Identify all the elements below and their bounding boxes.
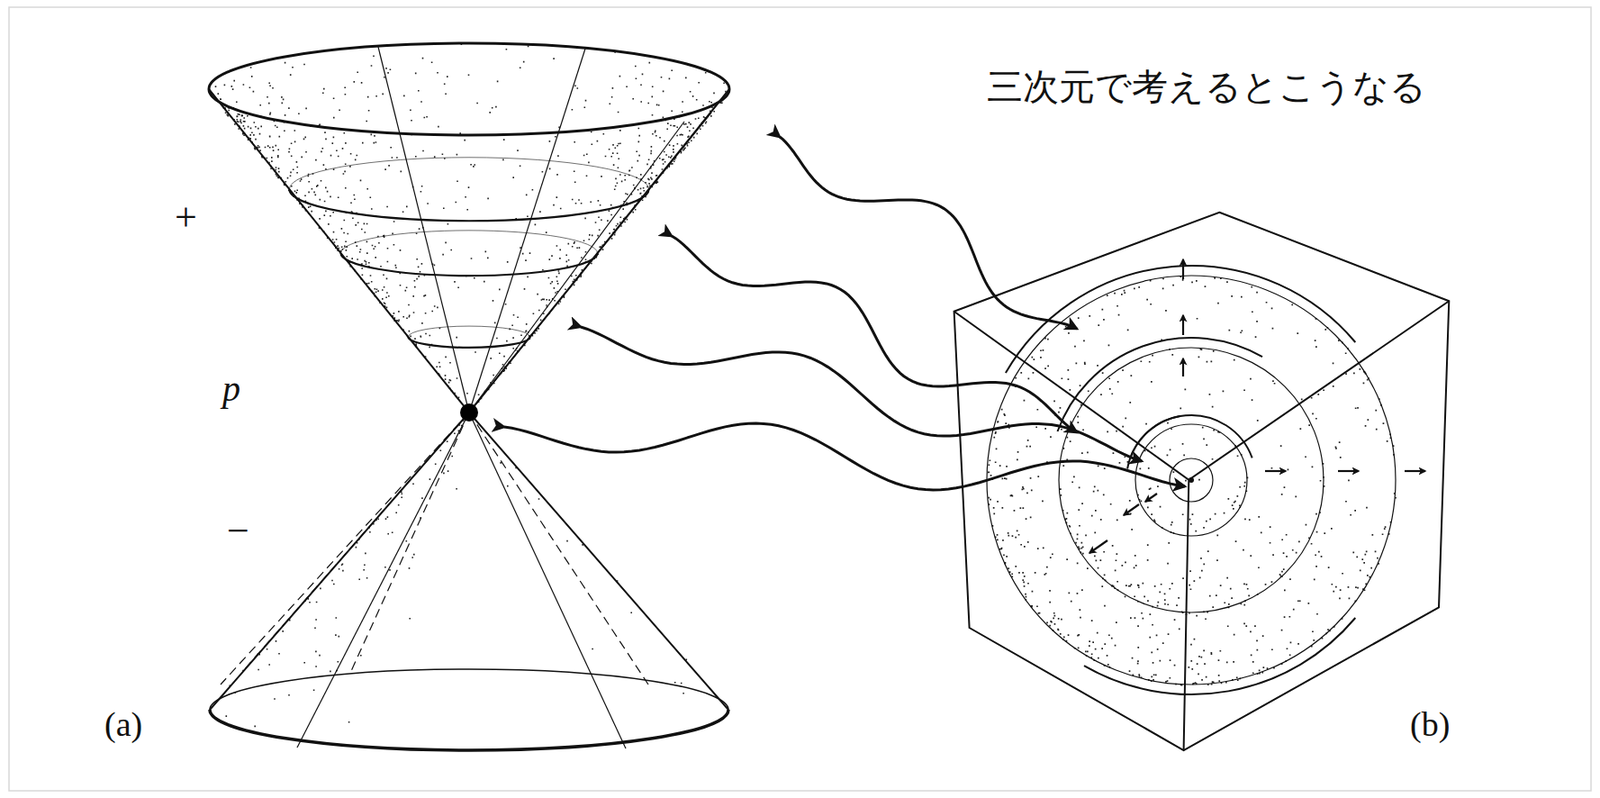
expansion-arrow xyxy=(1089,540,1108,553)
title-text: 三次元で考えるとこうなる xyxy=(981,64,1432,109)
dashed-generator xyxy=(351,412,470,671)
cube-inner-edge xyxy=(954,300,1450,751)
shell-arc xyxy=(1005,265,1356,373)
expansion-arrow xyxy=(1337,470,1359,472)
shell-arc xyxy=(1057,337,1264,432)
cone-rim xyxy=(208,43,730,136)
cone-stipple xyxy=(210,43,730,727)
sphere-outline xyxy=(986,275,1396,685)
expansion-arrow xyxy=(1182,259,1185,280)
shell-arc xyxy=(1127,415,1253,470)
expansion-arrow xyxy=(1145,493,1158,502)
generator-line xyxy=(469,121,685,413)
panel-label: (b) xyxy=(1410,705,1450,744)
cone-edge xyxy=(209,412,729,710)
sphere-outline xyxy=(1135,424,1248,536)
expansion-arrow xyxy=(1182,315,1185,335)
expansion-arrow xyxy=(1265,470,1286,472)
sphere-stipple xyxy=(987,275,1397,686)
shell-arc xyxy=(1129,415,1180,458)
cone-rim-front xyxy=(209,709,729,751)
cone-section xyxy=(407,336,530,348)
dashed-generator xyxy=(243,412,470,671)
expansion-arrow xyxy=(1182,358,1185,377)
panel-label: (a) xyxy=(104,705,143,744)
shell-arc xyxy=(1084,617,1356,695)
wavy-arrow xyxy=(580,326,1142,462)
cone-section xyxy=(341,253,598,276)
cone-section-back xyxy=(407,325,530,337)
cone-section-back xyxy=(341,230,598,254)
event-point xyxy=(460,403,479,422)
cone-section-back xyxy=(289,157,649,190)
light-cone xyxy=(208,43,730,751)
cube-outline xyxy=(954,212,1450,751)
future-sign: + xyxy=(174,196,198,240)
generator-line xyxy=(378,46,470,413)
generator-line xyxy=(469,412,626,749)
wavy-arrow xyxy=(671,235,1077,433)
wavy-arrow xyxy=(779,136,1077,329)
wavy-arrow xyxy=(504,423,1185,490)
event-label: p xyxy=(222,369,241,409)
dashed-generator xyxy=(220,412,470,685)
cone-edge xyxy=(208,89,730,413)
expansion-arrow xyxy=(1123,504,1139,516)
wavy-arrows xyxy=(504,136,1185,490)
sphere-outline xyxy=(1169,458,1213,502)
frame xyxy=(9,7,1591,791)
expansion-arrow xyxy=(1404,470,1426,472)
cone-section xyxy=(289,189,649,221)
sphere-outline xyxy=(1058,347,1324,613)
past-sign: − xyxy=(226,509,250,553)
cone-rim xyxy=(209,668,729,751)
space-cube xyxy=(954,212,1450,751)
